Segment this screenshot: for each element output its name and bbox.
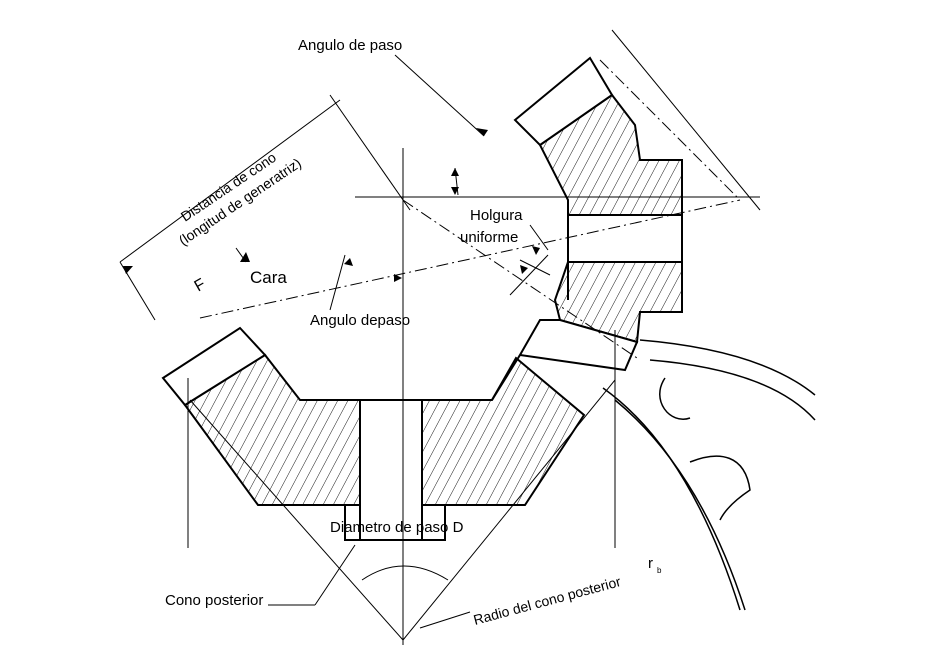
upper-gear-bore <box>567 214 683 263</box>
bottom-gear-bore <box>359 399 423 541</box>
upper-top-tooth <box>513 56 614 147</box>
pitch-line-dashdot <box>199 199 741 319</box>
upper-bottom-tooth <box>518 319 639 372</box>
label-face: Cara <box>250 268 287 287</box>
label-pitch-angle-bottom: Angulo depaso <box>310 312 410 329</box>
mesh-link <box>491 354 521 401</box>
bottom-gear-hub-base <box>258 504 525 541</box>
label-pitch-angle-top: Angulo de paso <box>298 37 402 54</box>
upper-gear <box>491 56 683 401</box>
label-clearance-line2: uniforme <box>460 229 518 246</box>
arrowheads <box>123 128 540 282</box>
label-pitch-diameter: Diametro de paso D <box>330 519 464 536</box>
construction-lines <box>119 29 761 645</box>
mating-gear-arcs <box>602 339 816 611</box>
leader-lines <box>235 54 551 629</box>
label-face-symbol: F <box>192 276 209 296</box>
label-back-cone-radius: Radio del cono posterior <box>472 573 623 628</box>
label-clearance-line1: Holgura <box>470 207 523 224</box>
pitch-line-dashdot-2 <box>402 199 641 361</box>
label-back-cone: Cono posterior <box>165 592 263 609</box>
bottom-gear <box>161 326 586 541</box>
label-back-cone-radius-symbol: r <box>648 555 653 572</box>
bottom-gear-right-hatch <box>421 356 586 506</box>
label-back-cone-radius-subscript: b <box>657 566 662 575</box>
